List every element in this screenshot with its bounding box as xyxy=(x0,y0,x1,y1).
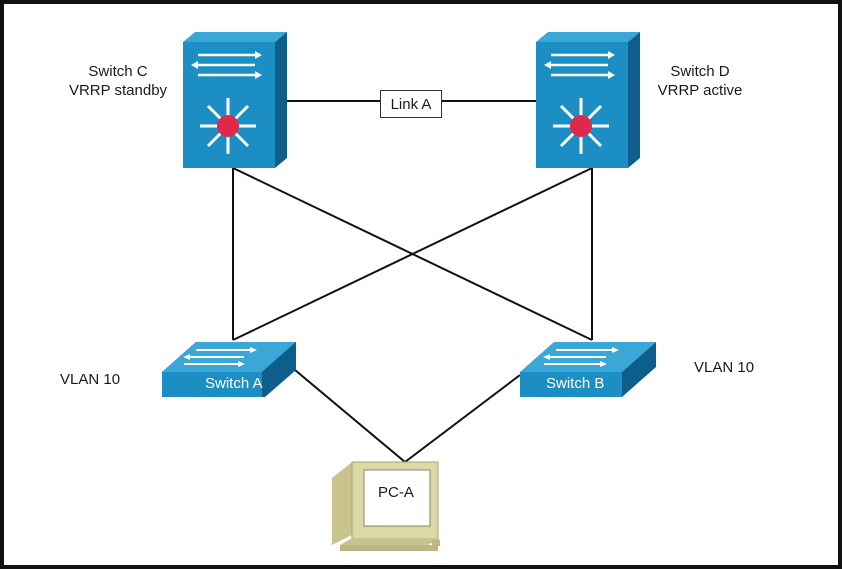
switch-c-name: Switch C xyxy=(88,63,148,80)
links xyxy=(232,100,593,463)
pc-label: PC-A xyxy=(378,484,414,501)
link-a-label: Link A xyxy=(380,90,442,118)
link-d-a xyxy=(232,167,593,341)
switch-b-label: Switch B xyxy=(546,375,605,392)
switch-a-vlan: VLAN 10 xyxy=(60,371,121,388)
switch-d-icon xyxy=(536,32,640,168)
switch-c-caption: Switch C VRRP standby xyxy=(48,62,188,100)
link-b-pc xyxy=(404,374,521,463)
switch-b-vlan: VLAN 10 xyxy=(694,359,755,376)
switch-c-role: VRRP standby xyxy=(68,82,168,99)
switch-c-icon xyxy=(183,32,287,168)
switch-d-caption: Switch D VRRP active xyxy=(640,62,760,100)
switch-a-icon xyxy=(162,342,296,397)
switch-d-name: Switch D xyxy=(670,63,730,80)
pc-icon xyxy=(332,461,440,551)
switch-b-icon xyxy=(520,342,656,397)
link-a-pc xyxy=(294,369,406,463)
switch-a-label: Switch A xyxy=(205,375,263,392)
switch-d-role: VRRP active xyxy=(657,82,743,99)
